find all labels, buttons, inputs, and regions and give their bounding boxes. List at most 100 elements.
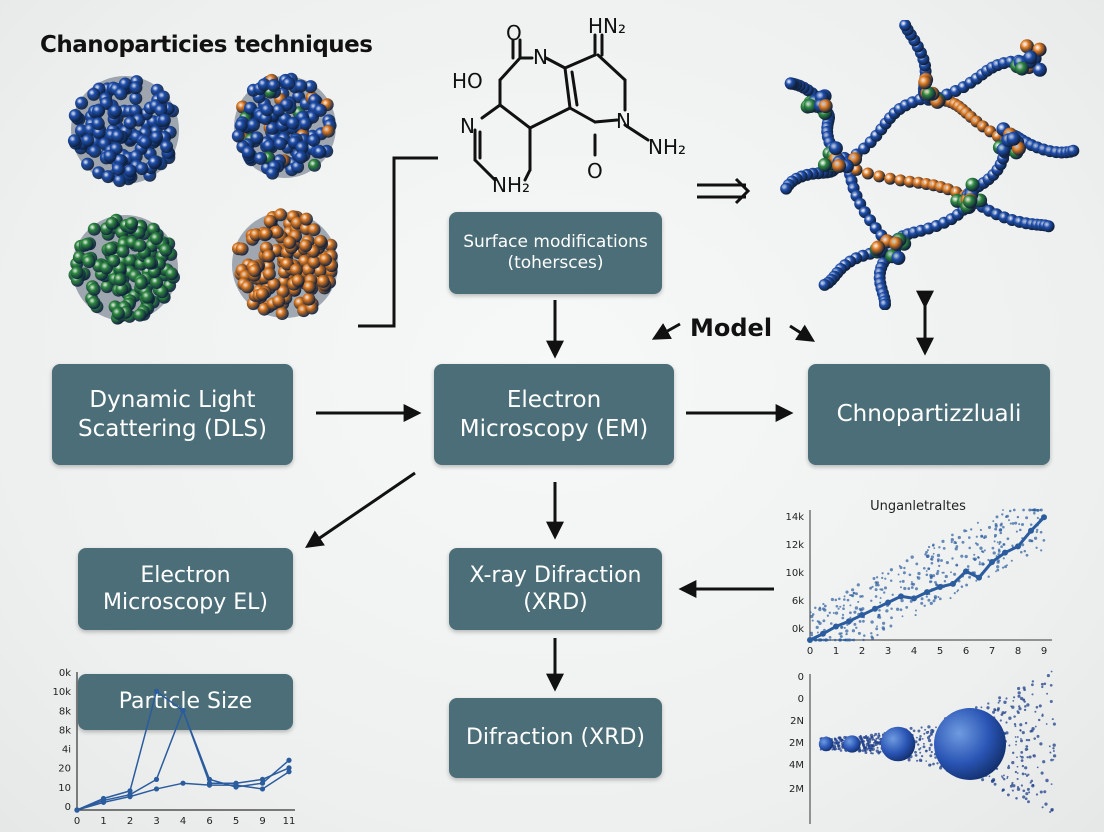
scatter-point <box>937 595 940 599</box>
bubble-scatter-point <box>929 754 933 758</box>
scatter-point <box>861 619 865 623</box>
bubble-scatter-point <box>1026 756 1029 759</box>
scatter-point <box>822 602 825 606</box>
scatter-trend-point <box>1041 514 1047 521</box>
particle-size-box[interactable]: Particle Size <box>78 674 293 730</box>
line-chart-point <box>74 807 80 813</box>
scatter-point <box>1002 525 1005 529</box>
bubble-y-tick: 2N <box>790 716 804 727</box>
scatter-point <box>871 585 874 589</box>
bubble-scatter-point <box>916 759 919 762</box>
scatter-point <box>889 624 893 628</box>
bubble-scatter-point <box>838 736 842 739</box>
scatter-y-tick: 0k <box>792 624 804 635</box>
scatter-point <box>858 619 862 623</box>
scatter-point <box>996 568 1000 572</box>
scatter-point <box>1028 538 1032 543</box>
cluster-blue <box>67 75 179 188</box>
bubble-scatter-point <box>993 782 997 786</box>
bubble-scatter-point <box>936 762 939 765</box>
scatter-point <box>858 607 862 611</box>
bubble-scatter-point <box>877 732 880 735</box>
scatter-point <box>992 551 996 555</box>
scatter-point <box>857 600 860 603</box>
bubble-scatter-point <box>1016 736 1019 738</box>
scatter-point <box>811 619 814 622</box>
scatter-point <box>883 586 888 590</box>
scatter-point <box>1000 545 1003 549</box>
line-chart-point <box>259 786 266 792</box>
double-arrow <box>697 177 751 205</box>
bubble-scatter-point <box>919 751 922 754</box>
line-chart-y-tick: 10k <box>52 687 71 698</box>
scatter-point <box>810 631 813 635</box>
dls-box[interactable]: Dynamic Light Scattering (DLS) <box>52 364 293 465</box>
scatter-point <box>965 529 968 533</box>
bubble-scatter-point <box>1031 680 1035 683</box>
line-chart-point <box>180 780 186 786</box>
bubble-scatter-point <box>917 729 921 733</box>
bubble-scatter-point <box>928 748 931 752</box>
bubble-scatter-point <box>1049 810 1052 814</box>
scatter-point <box>874 588 878 592</box>
scatter-point <box>983 549 986 552</box>
scatter-point <box>938 597 942 601</box>
bubble-scatter-point <box>868 745 871 747</box>
line-chart-y-tick: 0 <box>65 802 71 813</box>
scatter-chart-title: Unganletraltes <box>870 499 966 514</box>
bubble-scatter-point <box>1024 766 1028 770</box>
difraction-box[interactable]: Difraction (XRD) <box>449 698 662 778</box>
scatter-trend-point <box>859 612 865 619</box>
electron-microscopy-el-box[interactable]: Electron Microscopy EL) <box>78 548 293 630</box>
surface-modifications-box[interactable]: Surface modifications (tohersces) <box>449 212 662 294</box>
scatter-point <box>1014 521 1018 525</box>
scatter-x-tick: 7 <box>989 646 995 657</box>
scatter-point <box>996 565 1000 569</box>
bubble-scatter-point <box>1011 789 1014 792</box>
scatter-trend-point <box>950 580 956 587</box>
scatter-point <box>966 565 970 568</box>
bubble-scatter-point <box>1045 778 1049 783</box>
bubble-scatter-point <box>1028 755 1032 759</box>
bubble-scatter-point <box>1005 697 1008 700</box>
line-chart-point <box>127 794 133 800</box>
line-chart-series-line <box>76 771 290 811</box>
scatter-point <box>936 558 940 562</box>
scatter-point <box>929 601 933 606</box>
bubble-scatter-point <box>1022 795 1026 799</box>
bubble-scatter-point <box>865 746 868 749</box>
scatter-point <box>920 601 924 605</box>
bubble-scatter-point <box>1021 772 1025 776</box>
bubble-scatter-point <box>875 737 878 740</box>
scatter-point <box>829 622 833 625</box>
scatter-point <box>870 632 873 635</box>
bubble-scatter-point <box>998 699 1001 702</box>
scatter-point <box>845 639 848 641</box>
scatter-point <box>996 560 1000 564</box>
bubble-scatter-point <box>1002 777 1006 781</box>
line-chart-y-tick: 0k <box>59 668 71 679</box>
bubble-scatter-point <box>997 701 1000 704</box>
bubble-scatter-point <box>1020 759 1024 762</box>
bubble-scatter-point <box>1026 787 1030 791</box>
scatter-point <box>994 523 998 526</box>
bubble-scatter-point <box>1007 764 1010 767</box>
bubble-scatter-point <box>928 746 931 750</box>
bubble-scatter-point <box>1040 682 1044 686</box>
chnopartizzluali-box[interactable]: Chnopartizzluali <box>808 364 1050 465</box>
scatter-point <box>926 554 930 558</box>
scatter-point <box>826 614 830 617</box>
bubble-scatter-point <box>863 736 867 739</box>
bubble-scatter-point <box>1020 784 1024 787</box>
xray-diffraction-box[interactable]: X-ray Difraction (XRD) <box>449 548 662 630</box>
electron-microscopy-box[interactable]: Electron Microscopy (EM) <box>434 364 674 465</box>
scatter-point <box>838 632 842 636</box>
scatter-point <box>843 626 846 629</box>
scatter-point <box>861 594 864 598</box>
bubble-scatter-point <box>1014 770 1018 774</box>
bubble-scatter-point <box>1018 705 1021 708</box>
bubble-scatter-point <box>1024 797 1028 801</box>
bubble-scatter-point <box>1041 806 1044 809</box>
bubble-scatter-point <box>1019 729 1022 732</box>
bubble-scatter-point <box>1003 700 1007 704</box>
